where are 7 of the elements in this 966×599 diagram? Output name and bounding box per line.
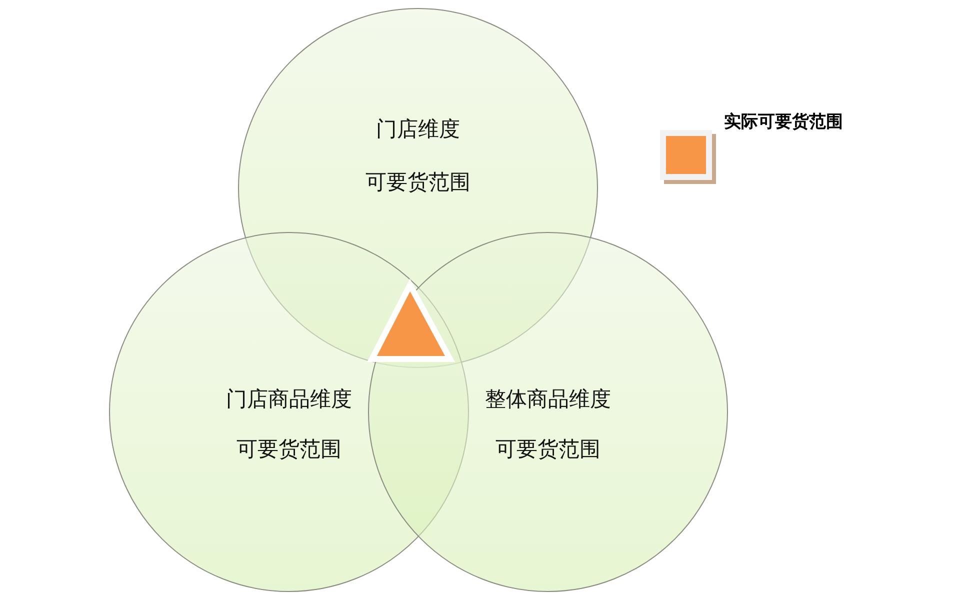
circle-label: 门店商品维度 — [226, 386, 352, 413]
circle-label: 门店维度 — [376, 116, 460, 143]
circle-label: 可要货范围 — [236, 436, 342, 463]
circle-label: 可要货范围 — [496, 436, 600, 463]
circle-label: 整体商品维度 — [485, 386, 611, 413]
circle-label: 可要货范围 — [366, 169, 470, 196]
legend-label: 实际可要货范围 — [724, 111, 843, 133]
